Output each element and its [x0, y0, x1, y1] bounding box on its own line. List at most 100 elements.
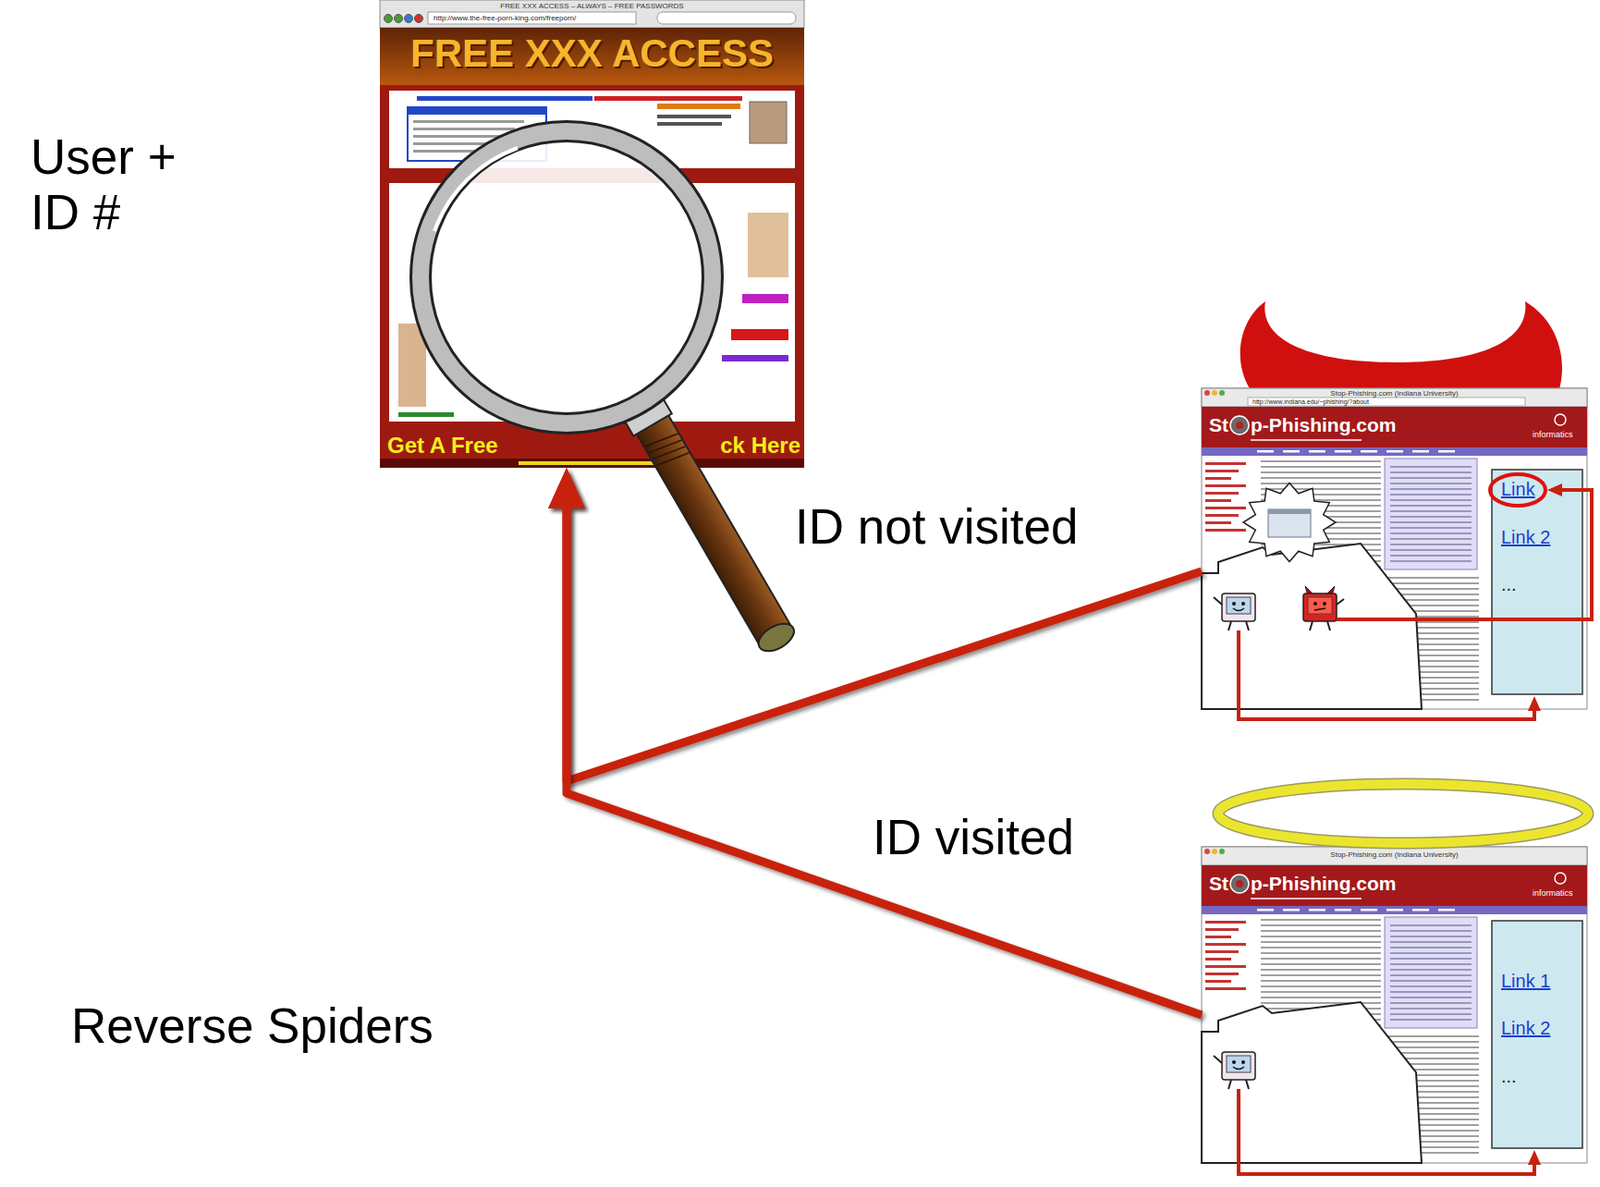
text-stand-in [657, 114, 732, 119]
text-stand-in [1260, 940, 1381, 943]
window-button [1219, 848, 1225, 855]
window-button [1204, 848, 1210, 855]
lens-rim-outline [420, 131, 713, 424]
text-stand-in [1260, 968, 1381, 971]
site-logo-text: St [1209, 414, 1229, 437]
nav-bar [1201, 447, 1588, 456]
paper-overlay [1201, 543, 1422, 709]
text-stand-in [1390, 493, 1472, 496]
text-stand-in [1390, 990, 1472, 993]
logo-circle [1230, 415, 1249, 435]
site-header [1201, 406, 1588, 448]
input-arrow [204, 1113, 1167, 1123]
magnifying-glass [420, 131, 802, 659]
nav-link-stand-in [1282, 450, 1300, 453]
text-stand-in [1390, 515, 1472, 518]
text-stand-in [1386, 1046, 1479, 1049]
text-stand-in [1260, 996, 1381, 999]
website-screenshot: Stop-Phishing.com (Indiana University) St… [1201, 846, 1589, 1163]
nav-link-stand-in [1257, 908, 1274, 912]
sidebar-link-stand-in [1205, 928, 1239, 931]
nav-link-stand-in [1438, 450, 1455, 453]
icon-body [1221, 593, 1256, 622]
text-stand-in [657, 103, 741, 110]
paper-overlay [1201, 1001, 1422, 1163]
text-stand-in [1260, 482, 1381, 485]
url-text: http://www.the-free-porn-king.com/freepo… [433, 13, 576, 23]
text-stand-in [1390, 985, 1472, 988]
ellipsis: ... [1501, 574, 1517, 596]
text-stand-in [1390, 537, 1472, 540]
text-stand-in [1386, 576, 1479, 579]
attack-flow-arrow [1336, 489, 1592, 620]
icon-body [1221, 1051, 1256, 1080]
text-stand-in [1260, 918, 1381, 921]
url-field [427, 12, 636, 25]
page-background [1201, 388, 1588, 709]
site-banner: FREE XXX ACCESS [379, 31, 805, 76]
text-stand-in [1390, 526, 1472, 529]
window-title: Stop-Phishing.com (Indiana University) [1201, 850, 1588, 859]
sidebar-link-stand-in [1205, 506, 1246, 510]
link-text: Link 1 [1501, 970, 1551, 992]
nav-link-stand-in [1386, 908, 1404, 912]
site-header [1201, 865, 1588, 906]
text-stand-in [1390, 974, 1472, 977]
icon-eye [1232, 1060, 1236, 1064]
text-stand-in [1260, 946, 1381, 949]
nav-link-stand-in [1308, 908, 1326, 912]
icon-screen [1307, 597, 1332, 614]
sidebar-link-stand-in [1205, 987, 1246, 990]
text-stand-in [1390, 560, 1472, 562]
brand-text: informatics [1532, 888, 1574, 898]
brand-text: informatics [1532, 429, 1574, 440]
nav-link-stand-in [1308, 450, 1326, 453]
text-stand-in [1390, 957, 1472, 960]
text-stand-in [731, 329, 789, 341]
text-stand-in [1390, 521, 1472, 524]
browser-button [384, 14, 393, 24]
banner-link-text: Get A Free [387, 432, 499, 459]
icon-eye [1232, 601, 1236, 606]
icon-eye [1241, 601, 1246, 606]
text-stand-in [1250, 439, 1362, 441]
ellipsis: ... [1501, 1065, 1517, 1088]
browser-toolbar [1201, 846, 1588, 866]
sidebar-link-stand-in [1205, 528, 1246, 532]
text-stand-in [1390, 1018, 1472, 1021]
sidebar-link-stand-in [1205, 950, 1239, 953]
nav-link-stand-in [1360, 908, 1378, 912]
browser-toolbar [1201, 388, 1588, 407]
logo-center [1235, 421, 1244, 429]
footer-strip [379, 458, 805, 468]
text-stand-in [1390, 946, 1472, 949]
input-label: User + ID # [30, 129, 216, 241]
sidebar-link-stand-in [1205, 491, 1239, 495]
window-button [1204, 390, 1210, 396]
nav-link-stand-in [1334, 908, 1352, 912]
link-text: Link 2 [1501, 526, 1551, 549]
image-placeholder [747, 212, 789, 278]
sidebar-link-stand-in [1205, 462, 1246, 465]
text-stand-in [1390, 471, 1472, 474]
text-stand-in [1390, 1007, 1472, 1010]
text-stand-in [1390, 499, 1472, 501]
text-stand-in [1390, 935, 1472, 938]
image-placeholder [749, 101, 787, 144]
site-logo-text: St [1209, 872, 1229, 895]
window-button [1211, 390, 1218, 396]
window-title: Stop-Phishing.com (Indiana University) [1201, 389, 1588, 398]
nav-link-stand-in [1412, 908, 1430, 912]
text-stand-in [1390, 476, 1472, 479]
text-stand-in [1390, 482, 1472, 485]
icon-eye [1241, 1060, 1246, 1064]
lens-glass [420, 131, 713, 424]
browser-button [394, 14, 404, 24]
text-stand-in [1260, 963, 1381, 965]
logo-circle [1230, 874, 1249, 893]
text-stand-in [1250, 897, 1362, 900]
computer-icon [1213, 1051, 1256, 1089]
lens-highlight [434, 147, 518, 232]
text-stand-in [1390, 1001, 1472, 1004]
icon-body [1303, 593, 1337, 622]
